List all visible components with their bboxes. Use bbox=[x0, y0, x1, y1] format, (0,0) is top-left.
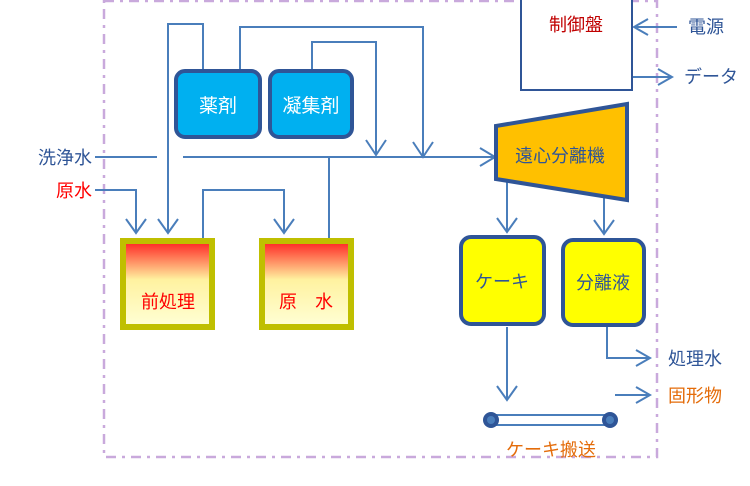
control-panel-node: 制御盤 bbox=[520, 0, 633, 91]
pretreatment-to-rawtank-line bbox=[202, 189, 285, 238]
flocculant-label: 凝集剤 bbox=[282, 95, 339, 117]
chemical-label: 薬剤 bbox=[199, 95, 237, 117]
pretreatment-node: 前処理 bbox=[120, 238, 215, 330]
raw-water-in-label: 原水 bbox=[56, 181, 92, 202]
flocculant-to-feed-line bbox=[311, 41, 377, 155]
chemical-to-feed-line bbox=[239, 26, 424, 157]
raw-water-in-line bbox=[95, 189, 137, 233]
cake-conveyor-node: ケーキ搬送 bbox=[483, 412, 618, 461]
liquid-to-treated-water-arrowhead bbox=[635, 349, 653, 367]
chemical-to-pretreatment-line bbox=[167, 23, 204, 233]
liquid-to-treated-water-line bbox=[606, 327, 650, 359]
chemical-node: 薬剤 bbox=[174, 69, 262, 139]
cake-conveyor-label: ケーキ搬送 bbox=[506, 440, 596, 461]
data-label: データ bbox=[684, 67, 738, 88]
chemical-to-pretreatment-arrowhead bbox=[157, 218, 179, 235]
system-boundary bbox=[102, 0, 659, 459]
pretreatment-to-rawtank-arrowhead bbox=[273, 218, 295, 235]
solids-label: 固形物 bbox=[668, 386, 722, 407]
cake-label: ケーキ bbox=[475, 272, 529, 293]
raw-water-tank-node: 原 水 bbox=[259, 238, 354, 330]
data-arrowhead bbox=[657, 68, 675, 86]
wash-water-label: 洗浄水 bbox=[38, 148, 92, 169]
centrifuge-label: 遠心分離機 bbox=[515, 146, 605, 167]
cake-node: ケーキ bbox=[459, 235, 546, 326]
control-panel-label: 制御盤 bbox=[549, 15, 603, 36]
separated-liquid-label: 分離液 bbox=[576, 273, 630, 294]
raw-water-in-arrowhead bbox=[125, 218, 147, 235]
flocculant-node: 凝集剤 bbox=[268, 69, 354, 139]
solids-output-arrowhead bbox=[635, 386, 653, 404]
treated-water-label: 処理水 bbox=[668, 349, 722, 370]
chemical-to-feed-arrowhead bbox=[412, 141, 434, 159]
power-label: 電源 bbox=[688, 17, 724, 38]
centrifuge-to-liquid-arrowhead bbox=[593, 219, 615, 236]
centrifuge-node: 遠心分離機 bbox=[494, 101, 629, 203]
cake-to-conveyor-arrowhead bbox=[496, 385, 518, 402]
centrifuge-to-cake-arrowhead bbox=[496, 217, 518, 234]
power-arrowhead bbox=[631, 18, 649, 36]
flocculant-to-feed-arrowhead bbox=[365, 139, 387, 157]
raw-water-tank-label: 原 水 bbox=[279, 292, 333, 313]
separated-liquid-node: 分離液 bbox=[561, 238, 646, 327]
pretreatment-label: 前処理 bbox=[141, 292, 195, 313]
